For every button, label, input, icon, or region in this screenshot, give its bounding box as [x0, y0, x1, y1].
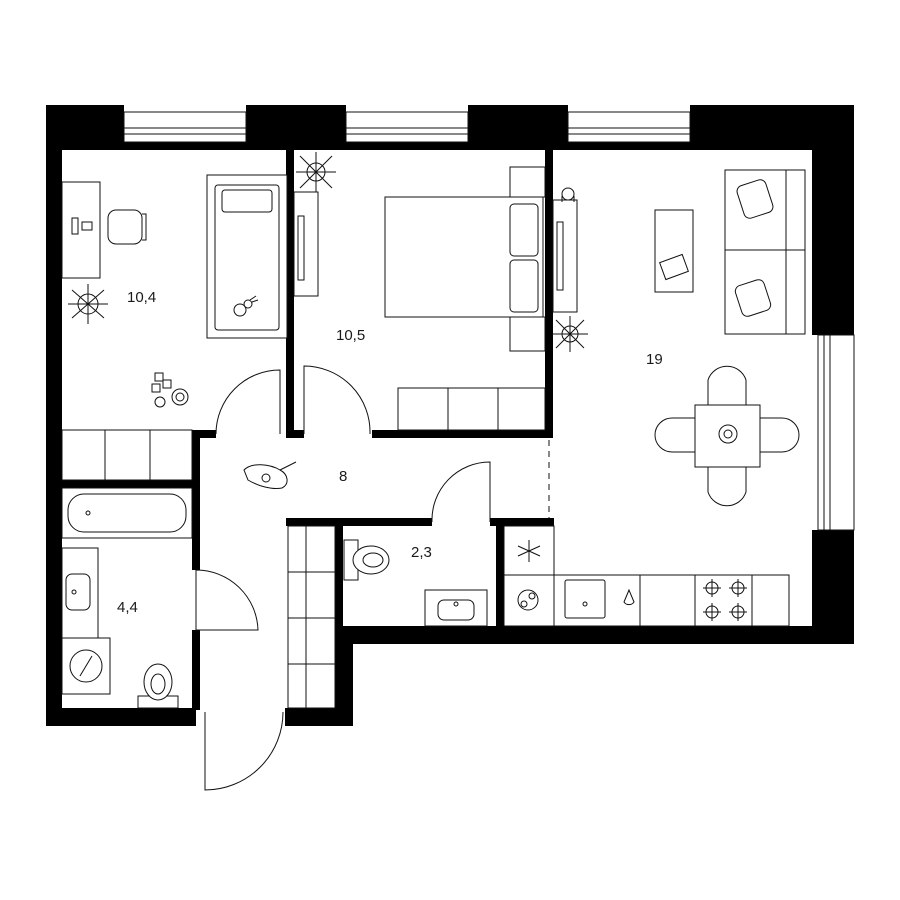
area-label-bedroom: 10,5: [336, 327, 365, 344]
washbasin-icon: [424, 589, 488, 627]
plant-icon: [68, 284, 108, 324]
toy-icon: [233, 295, 259, 317]
stove-icon: [703, 579, 747, 621]
dishwasher-icon: [517, 589, 539, 611]
windows: [123, 111, 855, 531]
living-kitchen: [503, 169, 806, 627]
area-label-hallway: 8: [339, 468, 347, 485]
exterior-walls: [46, 105, 854, 726]
tap-icon: [623, 588, 635, 606]
bathtub-icon: [61, 487, 193, 539]
plant-icon: [296, 152, 336, 192]
toilet-room: [343, 539, 488, 627]
headphones-icon: [561, 187, 575, 202]
area-label-kids-room: 10,4: [127, 289, 156, 306]
pillow-icon: [734, 179, 774, 317]
book-icon: [659, 253, 689, 281]
washing-machine-icon: [61, 637, 111, 695]
doors: [195, 365, 491, 791]
washbasin-icon: [61, 547, 99, 639]
plate-icon: [718, 424, 738, 444]
hallway: [243, 461, 336, 709]
bathroom: [61, 487, 193, 709]
toilet-icon: [137, 663, 179, 709]
cat-icon: [243, 461, 297, 489]
toys-icon: [151, 372, 189, 408]
plant-icon: [552, 316, 588, 352]
snowflake-icon: [517, 540, 541, 562]
area-label-bathroom: 4,4: [117, 599, 138, 616]
sink-icon: [564, 579, 606, 619]
toilet-icon: [343, 539, 390, 581]
kids-room: [61, 174, 288, 481]
area-label-toilet: 2,3: [411, 544, 432, 561]
area-labels: 10,4 10,5 19 8 2,3 4,4: [117, 289, 663, 616]
area-label-living-kitchen: 19: [646, 351, 663, 368]
interior-walls: [60, 148, 554, 710]
bedroom: [293, 152, 546, 431]
